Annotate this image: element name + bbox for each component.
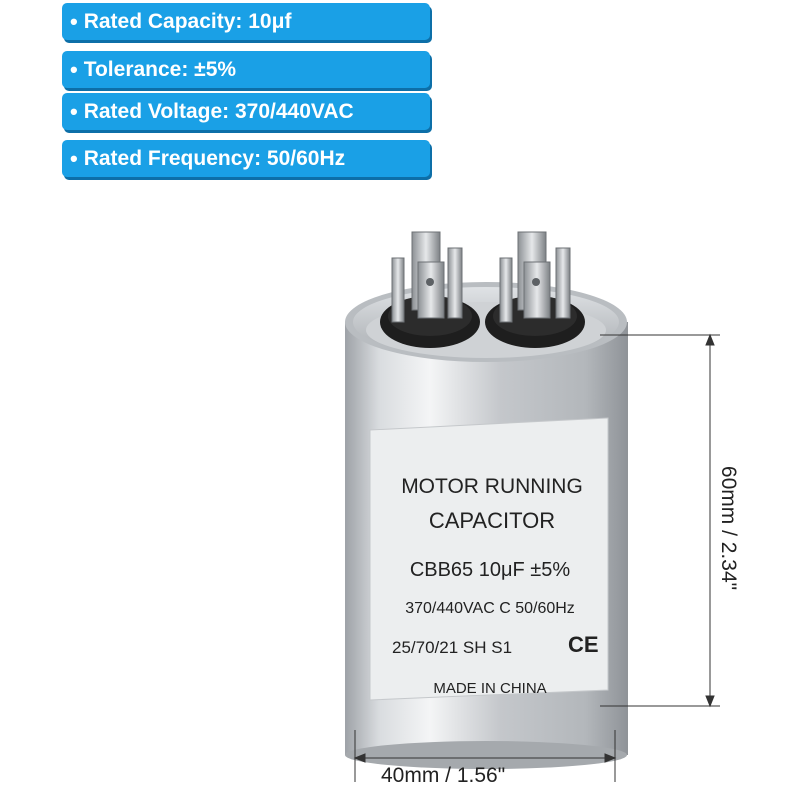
bullet-icon: • [70,146,78,171]
spec-text: Rated Capacity: 10μf [83,10,292,33]
bullet-icon: • [70,57,78,82]
label-line-3: CBB65 10μF ±5% [410,559,571,581]
label-line-6: MADE IN CHINA [433,680,546,697]
width-dimension-label: 40mm / 1.56" [381,764,506,787]
bullet-icon: • [70,99,78,124]
label-line-1: MOTOR RUNNING [401,475,583,498]
spec-text: Tolerance: ±5% [83,58,237,81]
terminal-right [485,231,585,348]
spec-banner-voltage: • Rated Voltage: 370/440VAC [62,93,430,130]
height-dimension-label: 60mm / 2.34" [717,465,740,591]
label-line-5: 25/70/21 SH S1 [392,638,512,657]
terminal-left [380,231,480,348]
label-line-4: 370/440VAC C 50/60Hz [405,600,575,617]
dimension-lines [353,333,720,782]
capacitor-label: MOTOR RUNNING CAPACITOR CBB65 10μF ±5% 3… [369,417,609,701]
ce-mark-icon: CE [568,632,599,657]
spec-text: Rated Frequency: 50/60Hz [83,147,346,170]
bullet-icon: • [70,9,78,34]
spec-text: Rated Voltage: 370/440VAC [83,100,354,123]
spec-banner-capacity: • Rated Capacity: 10μf [62,3,430,40]
spec-banner-frequency: • Rated Frequency: 50/60Hz [62,140,430,177]
label-line-2: CAPACITOR [429,508,555,533]
spec-banner-tolerance: • Tolerance: ±5% [62,51,430,88]
